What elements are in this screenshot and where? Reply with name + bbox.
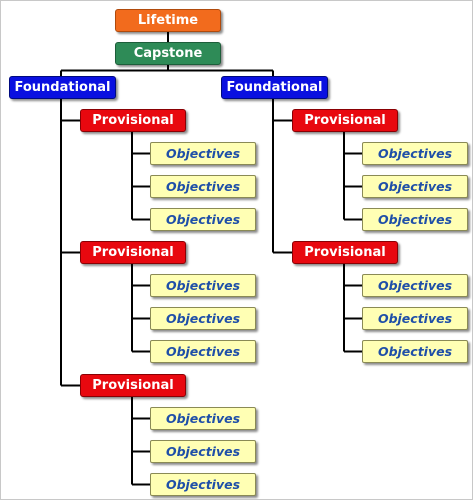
node-provisional-1-3: Provisional xyxy=(80,374,186,397)
node-lifetime: Lifetime xyxy=(115,9,221,32)
node-objective-2-1-1: Objectives xyxy=(362,142,468,165)
node-provisional-2-1: Provisional xyxy=(292,109,398,132)
node-foundational-1: Foundational xyxy=(9,76,116,99)
node-objective-1-1-3: Objectives xyxy=(150,208,256,231)
node-objective-1-2-3: Objectives xyxy=(150,340,256,363)
node-objective-1-3-1: Objectives xyxy=(150,407,256,430)
node-objective-2-1-2: Objectives xyxy=(362,175,468,198)
node-objective-1-3-2: Objectives xyxy=(150,440,256,463)
node-objective-2-2-1: Objectives xyxy=(362,274,468,297)
node-provisional-1-1: Provisional xyxy=(80,109,186,132)
node-objective-1-1-1: Objectives xyxy=(150,142,256,165)
node-foundational-2: Foundational xyxy=(221,76,328,99)
node-objective-2-1-3: Objectives xyxy=(362,208,468,231)
node-objective-2-2-3: Objectives xyxy=(362,340,468,363)
node-capstone: Capstone xyxy=(115,42,221,65)
node-objective-1-2-2: Objectives xyxy=(150,307,256,330)
node-objective-2-2-2: Objectives xyxy=(362,307,468,330)
node-objective-1-1-2: Objectives xyxy=(150,175,256,198)
node-provisional-2-2: Provisional xyxy=(292,241,398,264)
node-objective-1-2-1: Objectives xyxy=(150,274,256,297)
node-provisional-1-2: Provisional xyxy=(80,241,186,264)
node-objective-1-3-3: Objectives xyxy=(150,473,256,496)
